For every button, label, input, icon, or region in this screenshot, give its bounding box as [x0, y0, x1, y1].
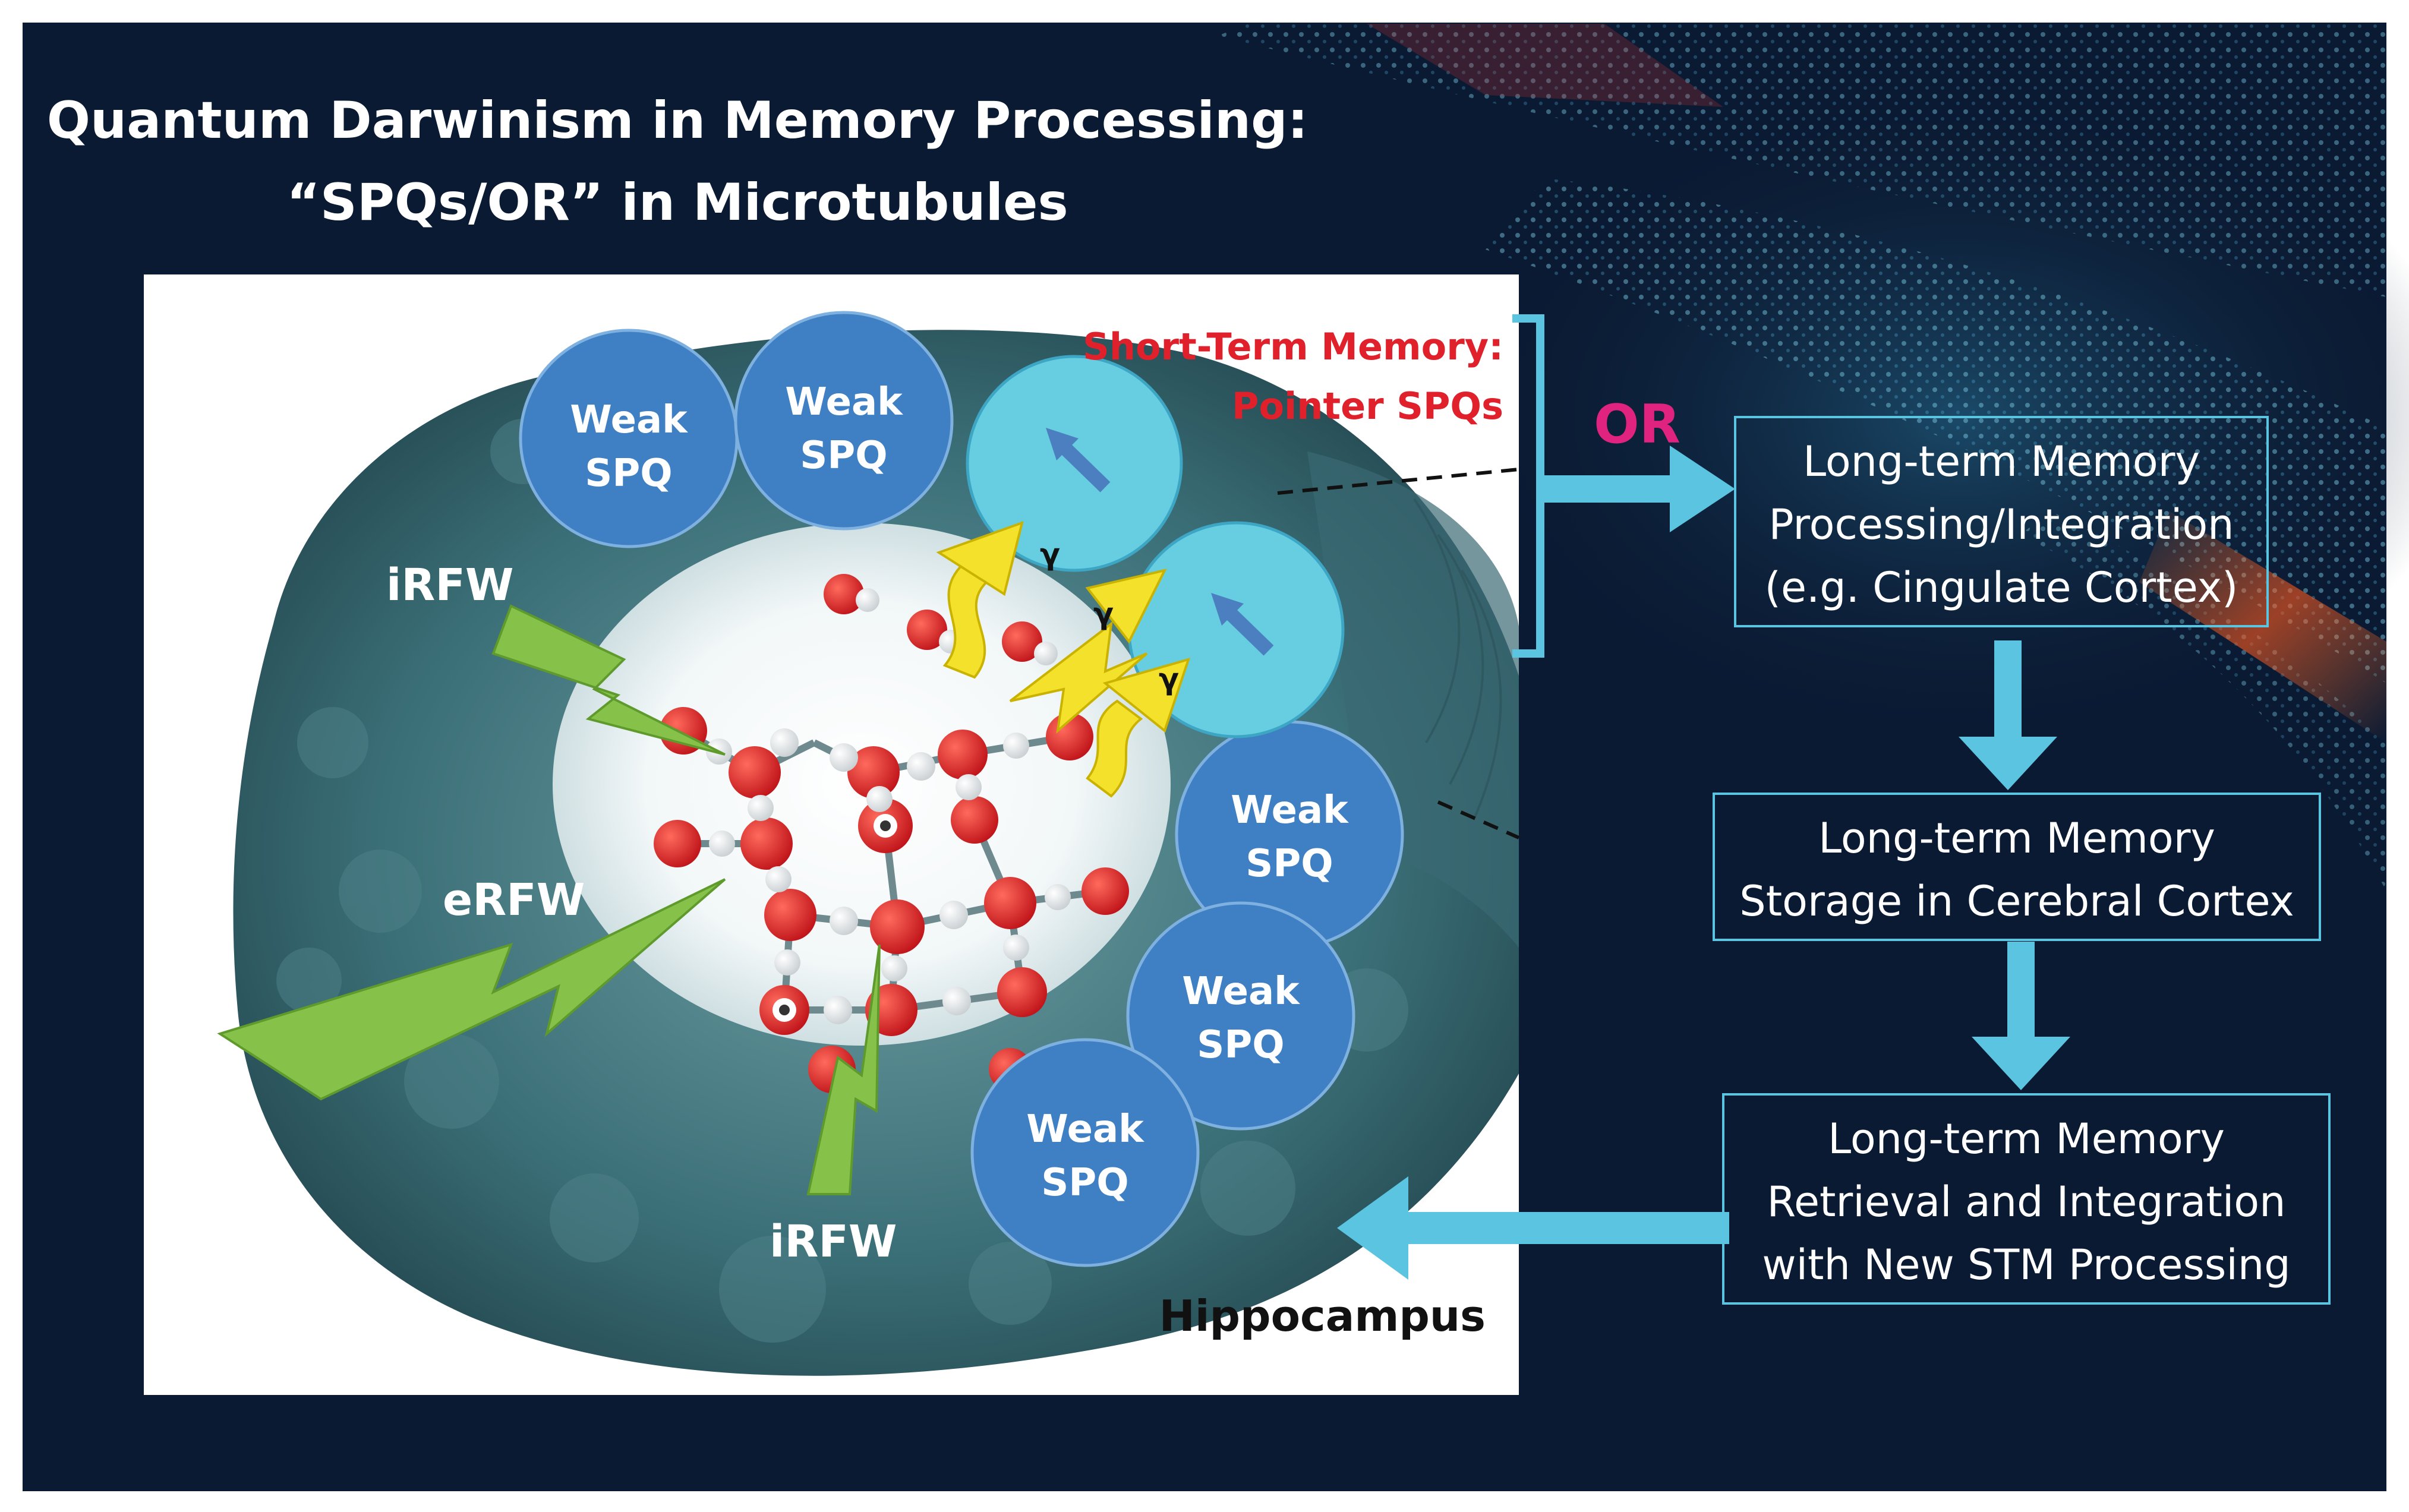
hippocampus-label: Hippocampus: [1159, 1291, 1486, 1341]
irfw-bottom-bolt: [806, 944, 881, 1195]
weak-spq-3-line1: Weak: [1231, 788, 1349, 832]
gamma-2: γ: [1093, 596, 1114, 631]
spin-arrow-icon: [1046, 428, 1111, 493]
spin-arrow-icon: [1211, 593, 1274, 656]
weak-spq-4: Weak SPQ: [1126, 901, 1355, 1131]
weak-spq-4-line1: Weak: [1182, 970, 1300, 1014]
flow-box-processing-line1: Long-term Memory: [1803, 437, 2200, 486]
photon-arrow-3: γ: [1086, 658, 1191, 798]
erfw-bolt: [217, 878, 726, 1101]
gamma-1: γ: [1040, 537, 1060, 572]
or-arrow: [1544, 446, 1735, 532]
pointer-spq-1: [966, 355, 1183, 572]
pointer-bracket: [1512, 314, 1544, 658]
photon-arrow-2: γ: [1009, 569, 1167, 734]
erfw-label: eRFW: [443, 875, 585, 926]
dashed-line-bottom: [1437, 800, 1520, 839]
irfw-top-bolt: [491, 604, 726, 756]
flow-box-retrieval-line2: Retrieval and Integration: [1767, 1178, 2286, 1226]
weak-spq-5-line2: SPQ: [1041, 1161, 1128, 1205]
irfw-bottom-label: iRFW: [770, 1216, 897, 1267]
gamma-3: γ: [1159, 662, 1179, 696]
pointer-spq-2: [1127, 521, 1345, 738]
dashed-line-top: [1277, 468, 1519, 495]
weak-spq-5-line1: Weak: [1026, 1107, 1144, 1151]
flow-box-processing: Long-term Memory Processing/Integration …: [1734, 416, 2269, 627]
flow-box-storage: Long-term Memory Storage in Cerebral Cor…: [1713, 793, 2321, 941]
weak-spq-1-line2: SPQ: [585, 452, 672, 495]
photon-arrow-1: γ: [936, 520, 1060, 679]
weak-spq-3-line2: SPQ: [1246, 842, 1333, 886]
weak-spq-2: Weak SPQ: [734, 311, 954, 531]
irfw-top-label: iRFW: [386, 560, 514, 611]
flow-box-retrieval-line3: with New STM Processing: [1762, 1240, 2291, 1289]
flow-box-storage-line2: Storage in Cerebral Cortex: [1739, 877, 2294, 926]
weak-spq-1: Weak SPQ: [519, 329, 739, 548]
title-line-2: “SPQs/OR” in Microtubules: [286, 173, 1068, 232]
hydrogen-atoms: [706, 588, 1071, 1024]
lattice-nodes: [772, 814, 897, 1022]
weak-spq-4-line2: SPQ: [1197, 1023, 1284, 1067]
weak-spq-2-line1: Weak: [785, 380, 903, 424]
flow-box-storage-line1: Long-term Memory: [1818, 814, 2215, 863]
flow-box-processing-line2: Processing/Integration: [1768, 500, 2234, 549]
short-term-label-line1: Short-Term Memory:: [1083, 325, 1503, 368]
down-arrow-1: [1959, 640, 2057, 790]
title-line-1: Quantum Darwinism in Memory Processing:: [47, 91, 1308, 150]
weak-spq-1-line1: Weak: [570, 398, 688, 442]
flow-box-retrieval: Long-term Memory Retrieval and Integrati…: [1722, 1093, 2331, 1305]
weak-spq-5: Weak SPQ: [970, 1038, 1200, 1267]
return-arrow: [1337, 1176, 1729, 1280]
short-term-label-line2: Pointer SPQs: [1232, 384, 1503, 428]
weak-spq-2-line2: SPQ: [800, 434, 887, 478]
flow-box-retrieval-line1: Long-term Memory: [1828, 1115, 2225, 1163]
flow-box-processing-line3: (e.g. Cingulate Cortex): [1764, 563, 2238, 612]
down-arrow-2: [1972, 942, 2070, 1090]
or-label: OR: [1594, 393, 1680, 456]
